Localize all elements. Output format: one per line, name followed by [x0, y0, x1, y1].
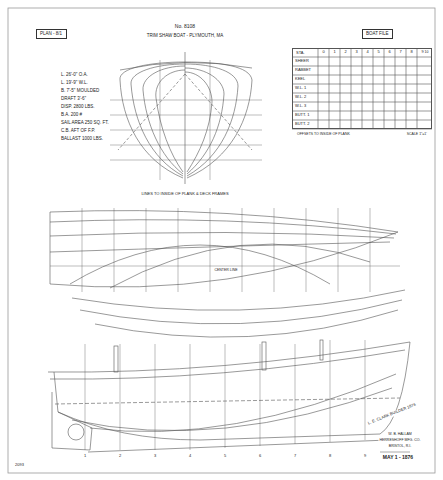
particulars-note: B. 7'-5" MOULDED: [60, 88, 100, 93]
drawing-note: SCALE 1"=1': [406, 132, 428, 136]
drawing-note: W. B. HALLAM: [387, 432, 412, 436]
particulars-note: DISP. 2800 LBS.: [60, 104, 95, 109]
drawing-note: OFFSETS TO INSIDE OF PLANK: [296, 132, 351, 136]
table-cell: KEEL: [294, 77, 306, 82]
table-cell: BUTT. 2: [294, 122, 310, 127]
offsets-table: STA.: [292, 48, 432, 129]
table-cell: W.L. 3: [294, 104, 307, 109]
particulars-note: B.A. 200 #: [60, 112, 83, 117]
drawing-note: TRIM SHAW BOAT - PLYMOUTH, MA: [146, 33, 225, 38]
table-cell: 5: [376, 50, 380, 55]
table-cell: 10: [424, 50, 430, 54]
title-box: BOAT FILE: [362, 29, 393, 39]
title-box: PLAN - 8/1: [36, 29, 67, 39]
table-cell: BUTT. 1: [294, 113, 310, 118]
station-number: 4: [188, 454, 192, 459]
particulars-note: C.B. AFT OF F.P.: [60, 128, 96, 133]
station-number: 1: [83, 454, 87, 459]
offsets-table-grid: [292, 48, 432, 129]
sheer-plan: [48, 340, 410, 452]
station-number: 3: [153, 454, 157, 459]
diagonals: [72, 290, 405, 337]
drawing-note: HERRESHOFF MFG. CO.: [378, 438, 421, 442]
table-cell: 4: [365, 50, 369, 55]
table-cell: 1: [332, 50, 336, 55]
table-cell: 0: [321, 50, 325, 55]
table-cell: 7: [398, 50, 402, 55]
table-cell: W.L. 1: [294, 86, 307, 91]
half-breadth-plan: [50, 208, 400, 292]
table-cell: 8: [409, 50, 413, 55]
station-number: 2: [118, 454, 122, 459]
station-number: 7: [293, 454, 297, 459]
table-cell: 6: [387, 50, 391, 55]
table-cell: W.L. 2: [294, 95, 307, 100]
box-text: PLAN - 8/1: [40, 31, 62, 36]
particulars-note: DRAFT 3'-6": [60, 96, 87, 101]
drawing-note: BRISTOL, R.I.: [388, 444, 412, 448]
station-number: 9: [363, 454, 367, 459]
drawing-number: No. 8108: [174, 24, 196, 30]
particulars-note: L. 26'-0" O.A.: [60, 72, 89, 77]
particulars-note: BALLAST 1000 LBS.: [60, 136, 104, 141]
table-cell: 3: [354, 50, 358, 55]
table-cell: SHEER: [294, 59, 310, 64]
body-plan: [110, 52, 262, 184]
station-number: 8: [328, 454, 332, 459]
station-number: 5: [223, 454, 227, 459]
drawing-note: 2093: [14, 463, 25, 468]
table-cell: RABBET: [294, 68, 312, 73]
box-text: BOAT FILE: [366, 31, 389, 36]
table-cell: 2: [343, 50, 347, 55]
station-number: 6: [258, 454, 262, 459]
drawing-note: MAY 1 - 1876: [382, 455, 414, 461]
drawing-note: LINES TO INSIDE OF PLANK & DECK FRAMES: [140, 192, 229, 197]
particulars-note: SAIL AREA 250 SQ. FT.: [60, 120, 110, 125]
drawing-note: CENTER LINE: [213, 268, 238, 272]
particulars-note: L. 19'-9" W.L.: [60, 80, 89, 85]
box-text: STA.: [296, 51, 305, 56]
drawing-note: L. E. CLARK BUILDER 1876: [367, 402, 418, 426]
